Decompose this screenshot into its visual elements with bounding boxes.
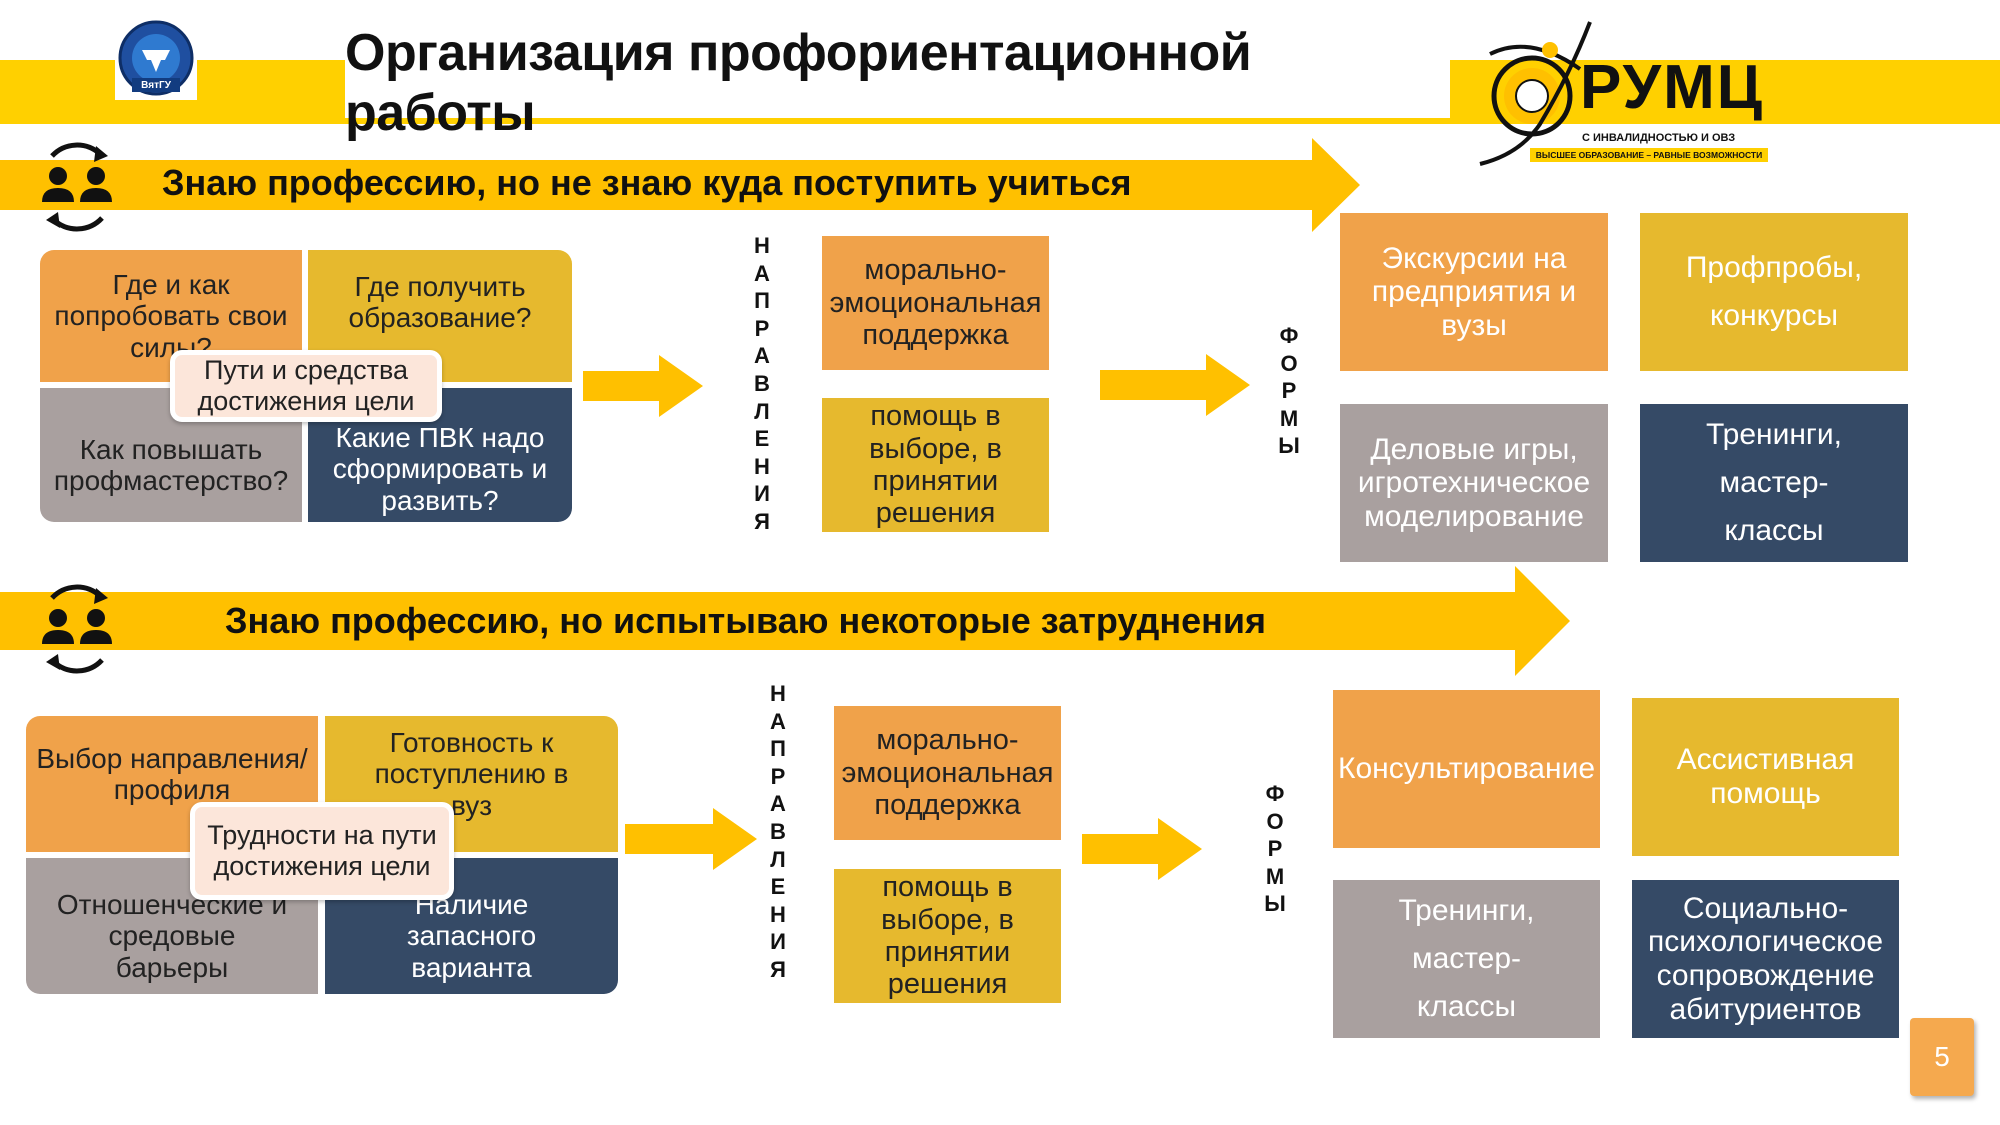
- rumc-logo: РУМЦ С ИНВАЛИДНОСТЬЮ И ОВЗ ВЫСШЕЕ ОБРАЗО…: [1470, 14, 1770, 166]
- s1-direction-emotional-support: морально-эмоциональная поддержка: [822, 236, 1049, 370]
- section1-banner-text: Знаю профессию, но не знаю куда поступит…: [162, 162, 1132, 203]
- s2-form-consulting: Консультирование: [1333, 690, 1600, 848]
- s2-form-psych-support: Социально-психологическое сопровождение …: [1632, 880, 1899, 1038]
- banner-arrow-2: [0, 566, 1570, 676]
- people-icon-1: [30, 140, 125, 237]
- page-number-badge: 5: [1910, 1018, 1974, 1096]
- rumc-logo-sub2: ВЫСШЕЕ ОБРАЗОВАНИЕ – РАВНЫЕ ВОЗМОЖНОСТИ: [1530, 148, 1768, 162]
- s1-arrow-to-directions: [583, 355, 703, 417]
- s1-form-excursions: Экскурсии на предприятия и вузы: [1340, 213, 1608, 371]
- university-logo: ВятГУ: [115, 20, 197, 100]
- rumc-logo-sub1: С ИНВАЛИДНОСТЬЮ И ОВЗ: [1582, 132, 1736, 144]
- s1-form-trainings: Тренинги, мастер-классы: [1640, 404, 1908, 562]
- s1-form-business-games: Деловые игры, игротехническое моделирова…: [1340, 404, 1608, 562]
- s1-direction-choice-help: помощь в выборе, в принятии решения: [822, 398, 1049, 532]
- page-title: Организация профориентационной работы: [345, 24, 1252, 142]
- people-icon-2: [30, 582, 125, 679]
- s2-arrow-to-forms: [1082, 818, 1202, 880]
- rumc-figure-graphic: [1479, 21, 1592, 166]
- s1-center-pill: Пути и средства достижения цели: [170, 350, 442, 422]
- s2-center-pill: Трудности на пути достижения цели: [190, 802, 454, 900]
- s2-direction-choice-help: помощь в выборе, в принятии решения: [834, 869, 1061, 1003]
- section2-banner-text: Знаю профессию, но испытываю некоторые з…: [225, 600, 1266, 641]
- rumc-logo-title: РУМЦ: [1580, 53, 1765, 122]
- s2-form-trainings: Тренинги, мастер-классы: [1333, 880, 1600, 1038]
- s1-form-trials: Профпробы, конкурсы: [1640, 213, 1908, 371]
- university-logo-text: ВятГУ: [141, 79, 171, 91]
- s2-form-assistive-help: Ассистивная помощь: [1632, 698, 1899, 856]
- s2-arrow-to-directions: [625, 808, 757, 870]
- s2-direction-emotional-support: морально-эмоциональная поддержка: [834, 706, 1061, 840]
- header-title-bg: [345, 48, 1450, 118]
- banner-arrow-1: [0, 138, 1360, 232]
- s1-arrow-to-forms: [1100, 354, 1250, 416]
